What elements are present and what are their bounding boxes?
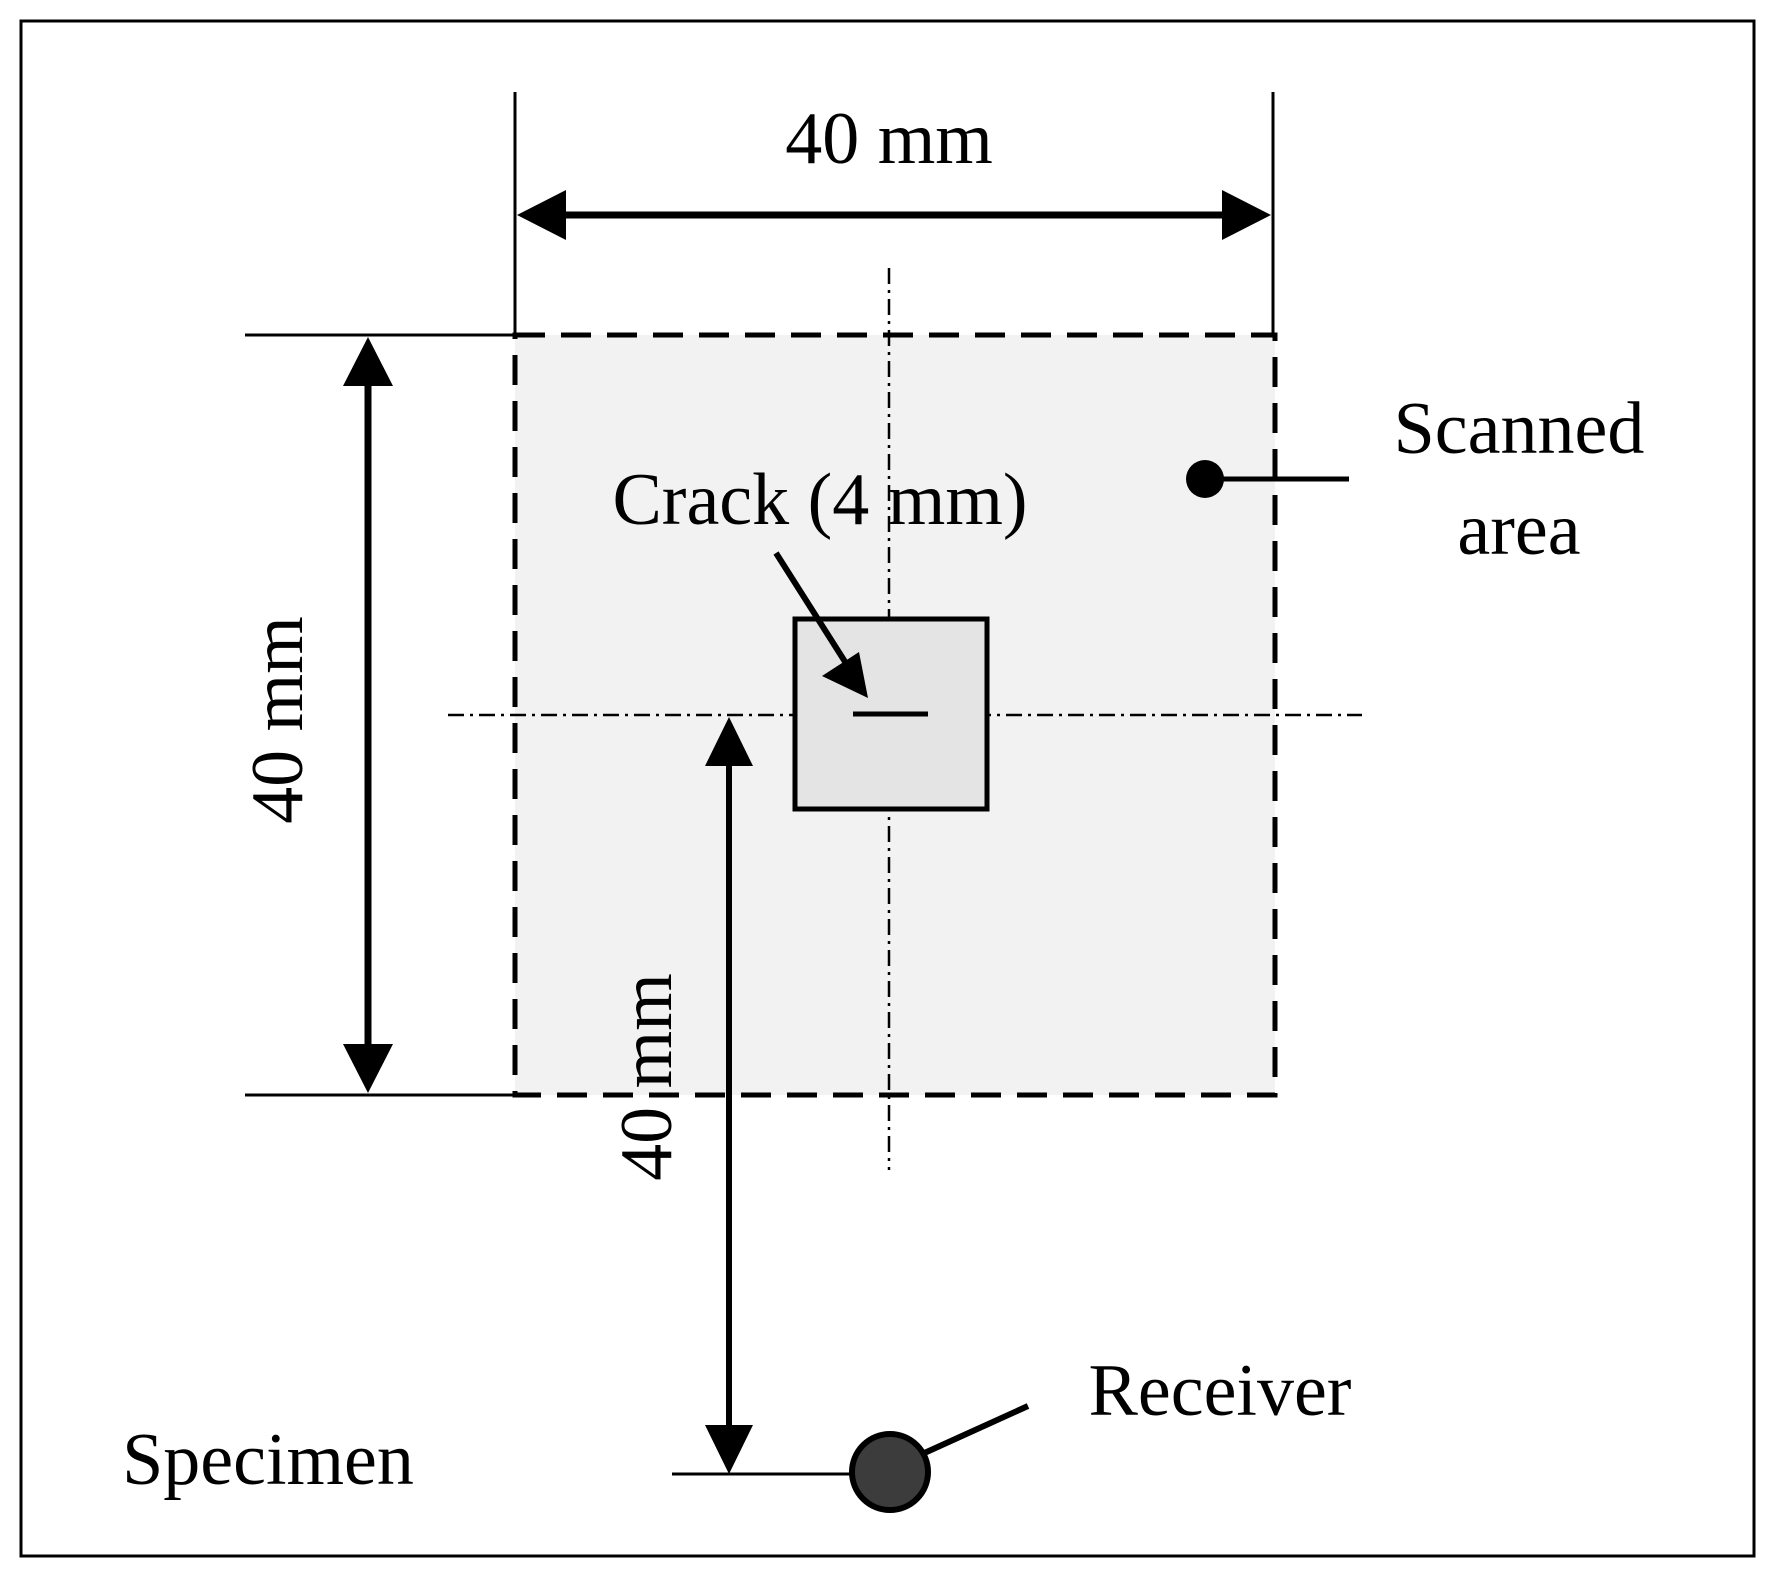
height-arrowhead-bottom [343,1044,393,1093]
receiver-icon [849,1431,931,1513]
specimen-label: Specimen [122,1419,414,1501]
receiver-leader [918,1403,1030,1458]
receiver-arrowhead-bottom [705,1425,753,1474]
scanned-area-label-line1: Scanned [1394,388,1645,470]
width-dimension-label: 40 mm [785,98,993,180]
crack-pointer-arrowhead [822,652,868,698]
height-dimension-label: 40 mm [237,616,319,824]
height-arrowhead-top [343,337,393,386]
crack-pointer-arrow [773,551,852,670]
scanned-area-label-line2: area [1457,489,1580,571]
crack-label: Crack (4 mm) [612,459,1027,541]
width-arrowhead-left [517,190,566,240]
receiver-arrowhead-top [705,717,753,766]
width-arrowhead-right [1222,190,1271,240]
receiver-label: Receiver [1089,1350,1352,1432]
receiver-distance-label: 40 mm [606,973,688,1181]
